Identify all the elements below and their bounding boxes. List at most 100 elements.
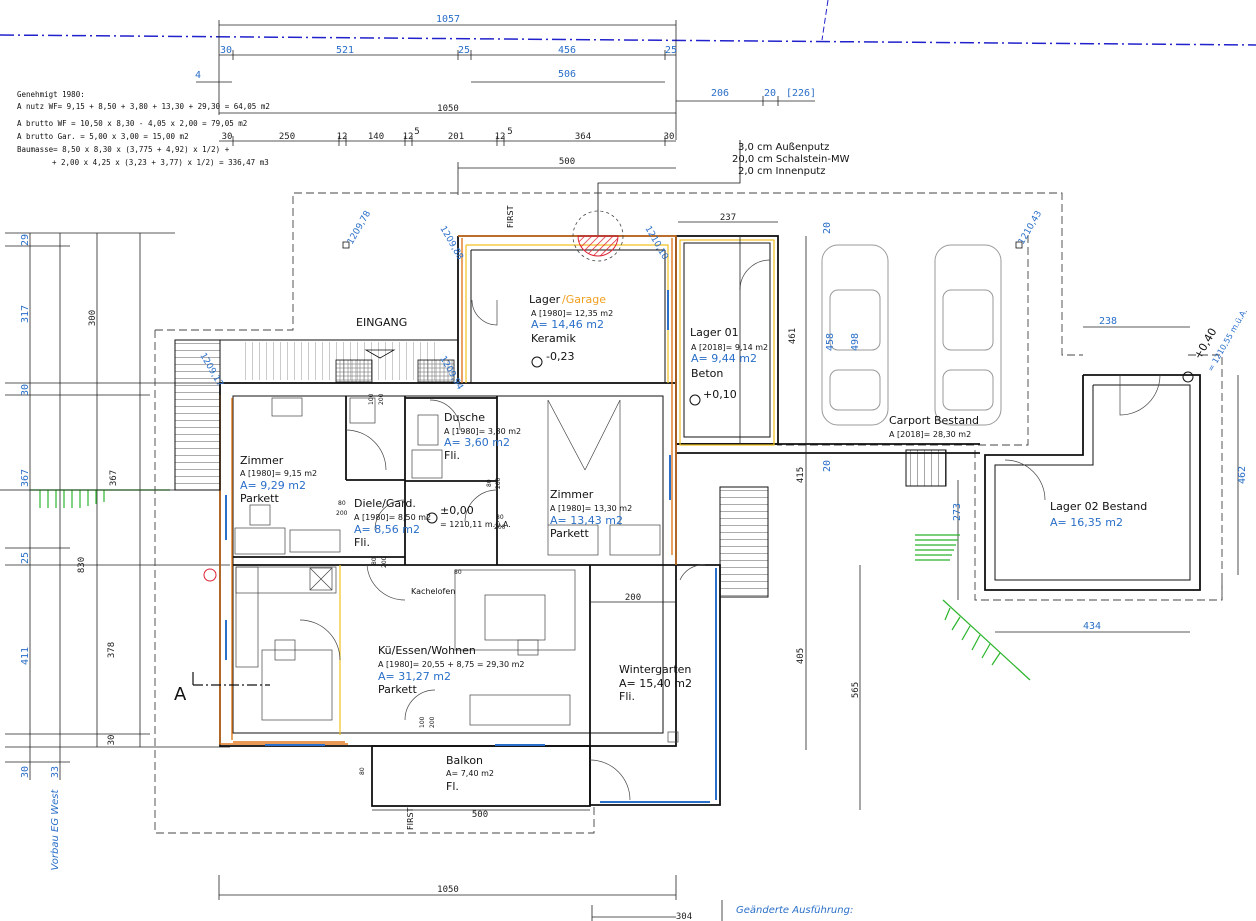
lager01-floor: Beton xyxy=(691,367,723,380)
dim-367b: 367 xyxy=(109,470,119,486)
calc-title: Genehmigt 1980: xyxy=(17,90,85,99)
room-dusche: Dusche A [1980]= 3,80 m2 A= 3,60 m2 Fli. xyxy=(444,411,521,462)
lager-garage-name: Lager xyxy=(529,293,561,306)
room-diele: Diele/Gard. A [1980]= 8,50 m2 A= 8,56 m2… xyxy=(354,497,511,549)
dim-506: 506 xyxy=(558,69,576,80)
dim-462: 462 xyxy=(1237,466,1248,484)
doormat-grate-2 xyxy=(417,359,455,383)
door-d3: 80 xyxy=(496,514,504,521)
carport-name: Carport Bestand xyxy=(889,414,979,427)
dim-304: 304 xyxy=(676,912,692,921)
dim-30b: 30 xyxy=(222,132,233,142)
door-d4: 200 xyxy=(494,524,506,531)
dim-458: 458 xyxy=(825,333,836,351)
dim-565: 565 xyxy=(851,682,861,698)
diele-floor: Fli. xyxy=(354,536,370,549)
balkon-floor: Fl. xyxy=(446,780,459,793)
dim-12b: 12 xyxy=(403,132,414,142)
vorbau-label: Vorbau EG West xyxy=(50,788,61,870)
dim-29: 29 xyxy=(20,234,31,246)
dim-30c: 30 xyxy=(664,132,675,142)
dim-830: 830 xyxy=(77,557,87,573)
lager-garage-level: -0,23 xyxy=(546,350,574,363)
dim-30a-left: 30 xyxy=(20,384,31,396)
room-lager01: Lager 01 A [2018]= 9,14 m2 A= 9,44 m2 Be… xyxy=(689,326,768,406)
kachelofen-label: Kachelofen xyxy=(411,587,455,596)
terrain-marks-left xyxy=(30,489,170,508)
dim-521: 521 xyxy=(336,45,354,56)
room-zimmer1: Zimmer A [1980]= 9,15 m2 A= 9,29 m2 Park… xyxy=(240,454,317,505)
dim-12c: 12 xyxy=(495,132,506,142)
dim-140: 140 xyxy=(368,132,384,142)
layer-3: 2,0 cm Innenputz xyxy=(738,166,825,177)
lager02-name: Lager 02 Bestand xyxy=(1050,500,1147,513)
zimmer1-name: Zimmer xyxy=(240,454,284,467)
doormat-grate-1 xyxy=(335,359,373,383)
zimmer2-floor: Parkett xyxy=(550,527,589,540)
kue-floor: Parkett xyxy=(378,683,417,696)
dim-238: 238 xyxy=(1099,316,1117,327)
dim-405: 405 xyxy=(796,648,806,664)
lager01-name: Lager 01 xyxy=(690,326,739,339)
lager01-a2018: A [2018]= 9,14 m2 xyxy=(691,343,768,352)
kitchen-furniture xyxy=(234,397,679,743)
dim-411: 411 xyxy=(20,647,31,665)
diele-a1980: A [1980]= 8,50 m2 xyxy=(354,513,431,522)
door-d12: 200 xyxy=(429,716,436,728)
dim-25-left: 25 xyxy=(20,552,31,564)
dusche-name: Dusche xyxy=(444,411,485,424)
door-d11: 100 xyxy=(419,716,426,728)
lager02-area: A= 16,35 m2 xyxy=(1050,516,1123,529)
room-lager-garage: Lager /Garage A [1980]= 12,35 m2 A= 14,4… xyxy=(529,293,613,368)
kue-a1980: A [1980]= 20,55 + 8,75 = 29,30 m2 xyxy=(378,660,524,669)
zimmer1-area: A= 9,29 m2 xyxy=(240,479,306,492)
dim-12a: 12 xyxy=(337,132,348,142)
first-label-bottom: FIRST xyxy=(406,807,415,830)
level-2: 1209,88 xyxy=(437,225,464,262)
kue-area: A= 31,27 m2 xyxy=(378,670,451,683)
dim-25b: 25 xyxy=(665,45,677,56)
door-d5: 80 xyxy=(371,557,378,565)
wintergarten-area: A= 15,40 m2 xyxy=(619,677,692,690)
dim-20: 20 xyxy=(764,88,776,99)
dim-20b-right: 20 xyxy=(822,460,833,472)
dim-434: 434 xyxy=(1083,621,1101,632)
calc-line5: + 2,00 x 4,25 x (3,23 + 3,77) x 1/2) = 3… xyxy=(52,158,269,167)
room-carport: Carport Bestand A [2018]= 28,30 m2 xyxy=(889,414,979,439)
layer-1: 3,0 cm Außenputz xyxy=(738,142,829,153)
balkon-name: Balkon xyxy=(446,754,483,767)
room-zimmer2: Zimmer A [1980]= 13,30 m2 A= 13,43 m2 Pa… xyxy=(550,488,632,540)
dim-200: 200 xyxy=(625,593,641,603)
dim-30a: 30 xyxy=(220,45,232,56)
level-4: 1210,43 xyxy=(1017,209,1044,246)
first-label-top: FIRST xyxy=(506,205,515,228)
door-d8: 200 xyxy=(378,393,385,405)
dim-1050-bottom: 1050 xyxy=(437,885,459,895)
lager-garage-name2: /Garage xyxy=(562,293,606,306)
dim-1050-top: 1050 xyxy=(437,104,459,114)
dusche-floor: Fli. xyxy=(444,449,460,462)
door-dimensions: 80 200 80 200 80 200 100 200 80 200 100 … xyxy=(336,393,506,775)
lager-garage-floor: Keramik xyxy=(531,332,576,345)
dim-30b-left: 30 xyxy=(107,735,117,746)
windows xyxy=(225,290,717,803)
dusche-area: A= 3,60 m2 xyxy=(444,436,510,449)
dim-5a: 5 xyxy=(414,127,419,137)
room-balkon: Balkon A= 7,40 m2 Fl. xyxy=(446,754,494,793)
dim-364: 364 xyxy=(575,132,591,142)
property-line xyxy=(0,34,1256,46)
dim-20a-right: 20 xyxy=(822,222,833,234)
dim-273: 273 xyxy=(952,503,963,521)
lager-garage-a1980: A [1980]= 12,35 m2 xyxy=(531,309,613,318)
zimmer2-name: Zimmer xyxy=(550,488,594,501)
door-d9: 80 xyxy=(486,479,493,487)
left-dimensions xyxy=(5,232,230,780)
diele-name: Diele/Gard. xyxy=(354,497,416,510)
door-d6: 200 xyxy=(381,556,388,568)
stairs-west xyxy=(174,339,221,491)
car-2 xyxy=(934,244,1002,426)
lager01-area: A= 9,44 m2 xyxy=(691,352,757,365)
dim-30c-left: 30 xyxy=(20,766,31,778)
carport-a2018: A [2018]= 28,30 m2 xyxy=(889,430,971,439)
lager-garage-area: A= 14,46 m2 xyxy=(531,318,604,331)
